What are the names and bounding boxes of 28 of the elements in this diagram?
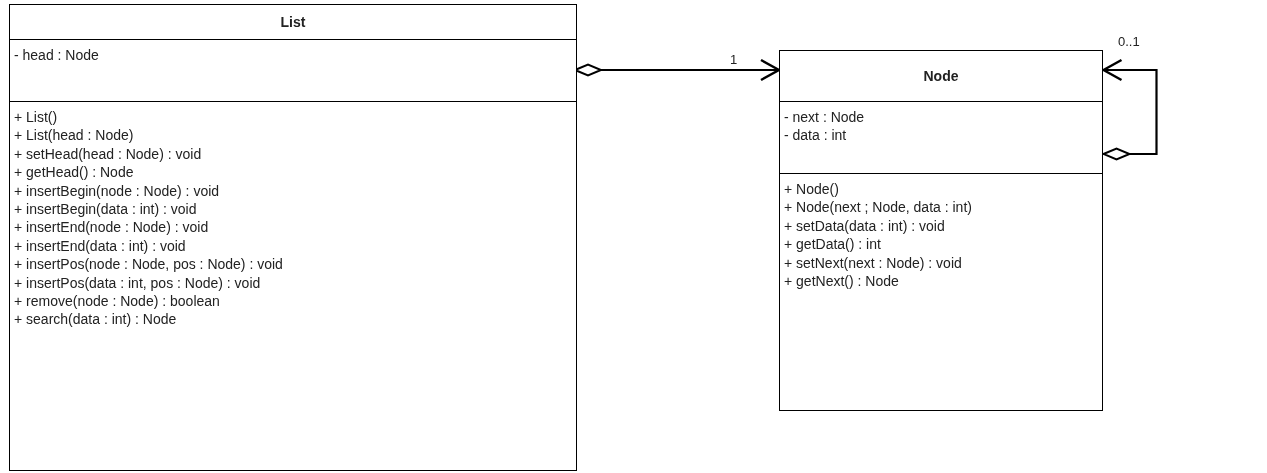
multiplicity-label: 0..1 [1118,34,1140,49]
method-text: + List(head : Node) [14,126,134,145]
multiplicity-label: 1 [730,52,738,67]
class-name: Node [923,68,959,84]
method-text: + getData() : int [784,235,881,254]
method-text: + Node(next ; Node, data : int) [784,198,972,217]
class-box [9,4,577,471]
method-text: + getNext() : Node [784,272,899,291]
class-name: List [280,14,306,30]
method-text: + insertPos(data : int, pos : Node) : void [14,273,261,293]
method-text: + List() [14,108,58,127]
method-text: + insertEnd(data : int) : void [14,236,186,256]
method-text: + Node() [784,180,839,199]
method-text: + search(data : int) : Node [14,310,177,329]
method-text: + insertBegin(node : Node) : void [14,181,220,201]
attribute-text: - next : Node [784,108,865,127]
method-text: + insertBegin(data : int) : void [14,200,197,219]
attribute-text: - data : int [784,126,847,145]
class-box [779,50,1103,411]
method-text: + insertEnd(node : Node) : void [14,218,209,237]
method-text: + insertPos(node : Node, pos : Node) : void [14,255,283,274]
method-text: + setHead(head : Node) : void [14,144,202,164]
method-text: + setNext(next : Node) : void [784,253,962,273]
aggregation-arrow [1102,58,1158,161]
method-text: + remove(node : Node) : boolean [14,292,220,311]
method-text: + setData(data : int) : void [784,216,945,236]
attribute-text: - head : Node [14,46,99,65]
method-text: + getHead() : Node [14,163,134,182]
